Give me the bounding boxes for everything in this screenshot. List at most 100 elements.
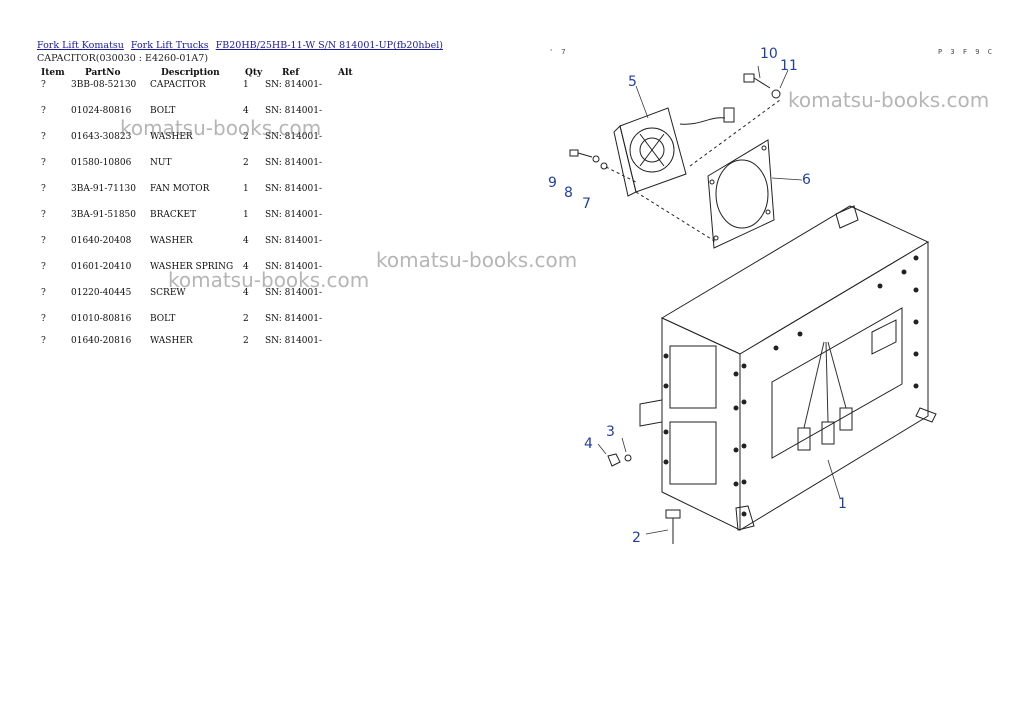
cell-desc: WASHER [150,132,193,142]
cell-ref: SN: 814001- [265,132,323,142]
table-row: ? 3BB-08-52130 CAPACITOR 1 SN: 814001- [37,80,358,106]
column-header-description: Description [161,68,220,78]
callout-11: 11 [780,58,798,74]
cell-partno: 3BB-08-52130 [71,80,137,90]
cell-partno: 01580-10806 [71,158,132,168]
cell-qty: 1 [243,210,249,220]
top-bolt-hardware [743,73,781,99]
cell-item: ? [41,262,46,272]
table-header-row: Item PartNo Description Qty Ref Alt [37,66,358,80]
callout-5: 5 [628,74,637,90]
column-header-partno: PartNo [85,68,121,78]
cell-desc: CAPACITOR [150,80,206,90]
column-header-ref: Ref [282,68,300,78]
cell-desc: WASHER SPRING [150,262,234,272]
capacitor-mount-hardware [607,453,681,544]
cell-partno: 01640-20816 [71,336,132,346]
capacitor-drawing [639,205,937,531]
cell-partno: 3BA-91-51850 [71,210,137,220]
cell-alt [338,106,358,132]
cell-ref: SN: 814001- [265,314,323,324]
cell-qty: 2 [243,336,249,346]
cell-ref: SN: 814001- [265,80,323,90]
table-row: ? 01220-40445 SCREW 4 SN: 814001- [37,288,358,314]
cell-item: ? [41,184,46,194]
cell-partno: 01640-20408 [71,236,132,246]
cell-item: ? [41,158,46,168]
cell-desc: SCREW [150,288,186,298]
fan-bolt-hardware [569,149,637,183]
cell-ref: SN: 814001- [265,106,323,116]
cell-item: ? [41,288,46,298]
callout-3: 3 [606,424,615,440]
page-code-right: P 3 F 9 C [938,48,994,56]
cell-item: ? [41,314,46,324]
cell-qty: 1 [243,184,249,194]
callout-10: 10 [760,46,778,62]
table-row: ? 3BA-91-51850 BRACKET 1 SN: 814001- [37,210,358,236]
column-header-qty: Qty [245,68,263,78]
cell-qty: 2 [243,158,249,168]
cell-qty: 2 [243,132,249,142]
cell-alt [338,288,358,314]
callout-2: 2 [632,530,641,546]
cell-ref: SN: 814001- [265,336,323,346]
cell-partno: 01220-40445 [71,288,132,298]
cell-partno: 01024-80816 [71,106,132,116]
cell-alt [338,184,358,210]
cell-qty: 1 [243,80,249,90]
cell-item: ? [41,80,46,90]
page-code-left: ' 7 [549,48,568,56]
parts-table: Item PartNo Description Qty Ref Alt ? 3BB… [37,66,358,356]
cell-item: ? [41,132,46,142]
cell-alt [338,236,358,262]
callout-1: 1 [838,496,847,512]
cell-item: ? [41,106,46,116]
callout-4: 4 [584,436,593,452]
table-row: ? 01643-30823 WASHER 2 SN: 814001- [37,132,358,158]
cell-desc: BRACKET [150,210,197,220]
cell-alt [338,80,358,106]
callout-9: 9 [548,175,557,191]
breadcrumb-link-model[interactable]: FB20HB/25HB-11-W S/N 814001-UP(fb20hbel) [215,40,443,51]
cell-ref: SN: 814001- [265,288,323,298]
cell-desc: BOLT [150,314,176,324]
cell-desc: NUT [150,158,172,168]
cell-alt [338,262,358,288]
callout-8: 8 [564,185,573,201]
column-header-item: Item [41,68,65,78]
callout-6: 6 [802,172,811,188]
cell-ref: SN: 814001- [265,262,323,272]
cell-alt [338,132,358,158]
cell-item: ? [41,236,46,246]
callout-7: 7 [582,196,591,212]
cell-desc: WASHER [150,336,193,346]
cell-qty: 4 [243,262,249,272]
cell-qty: 4 [243,288,249,298]
cell-desc: FAN MOTOR [150,184,210,194]
cell-alt [338,336,358,356]
cell-qty: 2 [243,314,249,324]
table-row: ? 01580-10806 NUT 2 SN: 814001- [37,158,358,184]
cell-item: ? [41,210,46,220]
column-header-alt: Alt [338,68,353,78]
breadcrumb: Fork Lift Komatsu Fork Lift Trucks FB20H… [37,40,447,51]
cell-alt [338,210,358,236]
cell-desc: BOLT [150,106,176,116]
cell-partno: 3BA-91-71130 [71,184,137,194]
cell-partno: 01643-30823 [71,132,132,142]
cell-ref: SN: 814001- [265,158,323,168]
breadcrumb-link-brand[interactable]: Fork Lift Komatsu [37,40,124,51]
cell-desc: WASHER [150,236,193,246]
cell-qty: 4 [243,236,249,246]
cell-alt [338,158,358,184]
cell-ref: SN: 814001- [265,210,323,220]
breadcrumb-link-category[interactable]: Fork Lift Trucks [130,40,209,51]
fan-motor-drawing [613,107,735,197]
